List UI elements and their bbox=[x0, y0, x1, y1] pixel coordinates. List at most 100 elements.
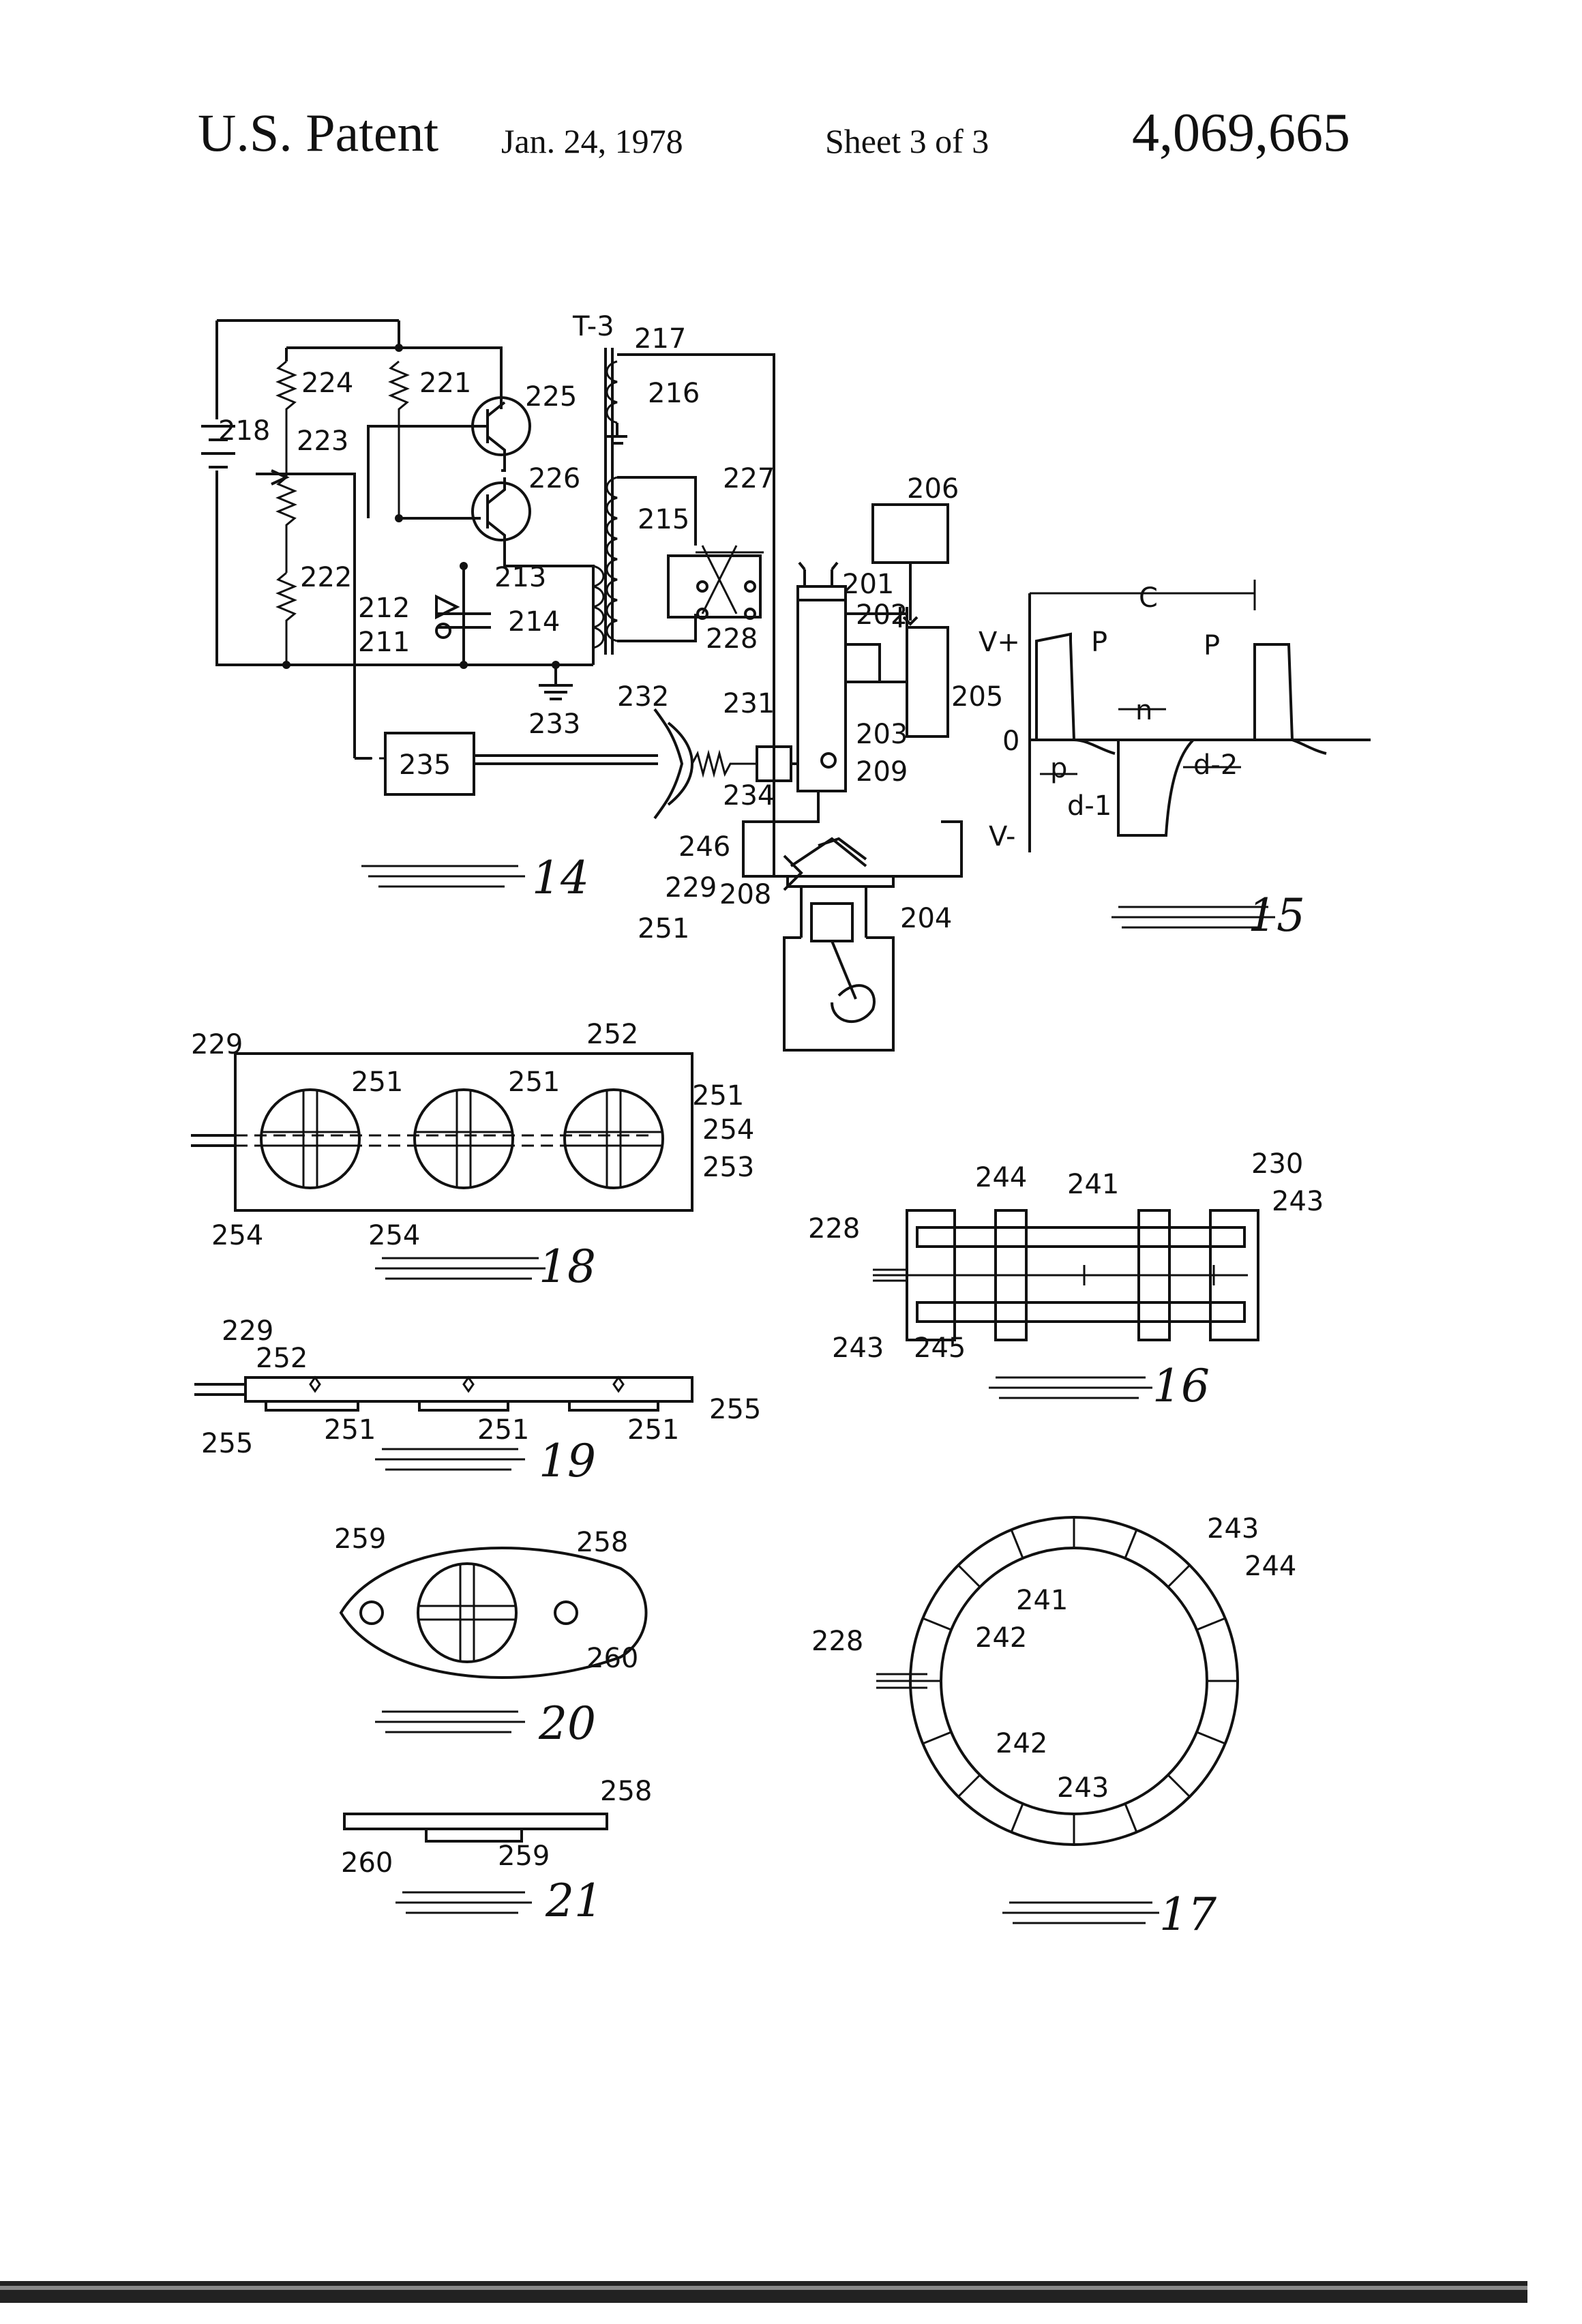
fig15-number: 15 bbox=[1248, 889, 1305, 942]
svg-text:203: 203 bbox=[856, 719, 908, 750]
svg-text:206: 206 bbox=[907, 473, 959, 505]
svg-text:242: 242 bbox=[975, 1622, 1027, 1654]
fig17-labels: 243 244 241 242 228 242 243 17 bbox=[811, 1513, 1296, 1941]
svg-text:232: 232 bbox=[617, 681, 669, 713]
svg-text:259: 259 bbox=[498, 1841, 550, 1872]
svg-text:255: 255 bbox=[709, 1394, 761, 1425]
fig18-plate bbox=[191, 1054, 692, 1210]
fig18-labels: 229 252 251 251 251 254 253 254 254 18 bbox=[191, 1019, 754, 1293]
fig19-mark bbox=[375, 1449, 525, 1470]
fig14-number: 14 bbox=[532, 852, 589, 904]
svg-text:218: 218 bbox=[218, 415, 270, 447]
svg-text:n: n bbox=[1135, 695, 1152, 726]
fig20-labels: 259 258 260 20 bbox=[334, 1523, 638, 1750]
svg-text:254: 254 bbox=[702, 1114, 754, 1146]
svg-text:243: 243 bbox=[1057, 1772, 1109, 1804]
fig17-mark bbox=[1002, 1903, 1159, 1923]
svg-text:258: 258 bbox=[576, 1527, 628, 1558]
svg-text:228: 228 bbox=[811, 1626, 863, 1657]
svg-text:260: 260 bbox=[341, 1847, 393, 1879]
svg-text:253: 253 bbox=[702, 1152, 754, 1183]
svg-text:231: 231 bbox=[723, 688, 775, 719]
ref-t3: T-3 bbox=[572, 311, 614, 342]
svg-text:251: 251 bbox=[351, 1067, 403, 1098]
fig16-number: 16 bbox=[1152, 1360, 1210, 1412]
fig19-side bbox=[194, 1377, 692, 1410]
scan-band bbox=[0, 2281, 1527, 2303]
fig21-number: 21 bbox=[545, 1875, 603, 1927]
svg-text:221: 221 bbox=[419, 368, 471, 399]
fig18-mark bbox=[375, 1258, 546, 1279]
svg-text:251: 251 bbox=[508, 1067, 560, 1098]
svg-text:P: P bbox=[1091, 627, 1107, 658]
svg-text:242: 242 bbox=[996, 1728, 1047, 1759]
svg-text:p: p bbox=[1050, 753, 1067, 784]
svg-text:205: 205 bbox=[951, 681, 1003, 713]
fig14-mark bbox=[361, 866, 525, 887]
svg-text:214: 214 bbox=[508, 606, 560, 638]
svg-text:252: 252 bbox=[256, 1343, 308, 1374]
svg-text:226: 226 bbox=[528, 463, 580, 494]
svg-text:C: C bbox=[1139, 582, 1158, 614]
svg-text:224: 224 bbox=[301, 368, 353, 399]
svg-text:229: 229 bbox=[665, 872, 717, 904]
svg-text:225: 225 bbox=[525, 381, 577, 413]
svg-text:235: 235 bbox=[399, 749, 451, 781]
svg-text:243: 243 bbox=[1207, 1513, 1259, 1545]
svg-text:251: 251 bbox=[477, 1414, 529, 1446]
svg-text:V+: V+ bbox=[979, 627, 1020, 658]
svg-text:259: 259 bbox=[334, 1523, 386, 1555]
svg-text:255: 255 bbox=[201, 1428, 253, 1459]
svg-text:241: 241 bbox=[1067, 1169, 1119, 1200]
fig20-number: 20 bbox=[538, 1697, 596, 1750]
svg-text:251: 251 bbox=[638, 913, 689, 944]
svg-text:P: P bbox=[1204, 630, 1220, 661]
svg-text:251: 251 bbox=[692, 1080, 744, 1112]
fig16-mark bbox=[989, 1377, 1152, 1398]
svg-text:244: 244 bbox=[1244, 1551, 1296, 1582]
svg-text:208: 208 bbox=[719, 879, 771, 910]
svg-text:202: 202 bbox=[856, 599, 908, 631]
svg-text:213: 213 bbox=[494, 562, 546, 593]
svg-text:254: 254 bbox=[368, 1220, 420, 1251]
svg-text:244: 244 bbox=[975, 1162, 1027, 1193]
svg-text:233: 233 bbox=[528, 709, 580, 740]
fig21-side bbox=[344, 1814, 607, 1841]
svg-text:228: 228 bbox=[808, 1213, 860, 1245]
svg-text:228: 228 bbox=[706, 623, 758, 655]
fig16-assembly bbox=[873, 1210, 1258, 1340]
svg-text:246: 246 bbox=[678, 831, 730, 863]
svg-text:204: 204 bbox=[900, 903, 952, 934]
svg-text:230: 230 bbox=[1251, 1148, 1303, 1180]
svg-text:254: 254 bbox=[211, 1220, 263, 1251]
svg-text:0: 0 bbox=[1002, 726, 1019, 757]
svg-text:251: 251 bbox=[627, 1414, 679, 1446]
svg-text:243: 243 bbox=[832, 1332, 884, 1364]
svg-text:d-2: d-2 bbox=[1193, 749, 1238, 781]
svg-text:258: 258 bbox=[600, 1776, 652, 1807]
svg-text:241: 241 bbox=[1016, 1585, 1068, 1616]
svg-text:229: 229 bbox=[191, 1029, 243, 1060]
fig20-mark bbox=[375, 1712, 525, 1732]
svg-text:234: 234 bbox=[723, 780, 775, 811]
fig21-labels: 258 260 259 21 bbox=[341, 1776, 652, 1927]
svg-text:201: 201 bbox=[842, 569, 894, 600]
svg-text:222: 222 bbox=[300, 562, 352, 593]
svg-text:245: 245 bbox=[914, 1332, 966, 1364]
svg-text:211: 211 bbox=[358, 627, 410, 658]
svg-text:251: 251 bbox=[324, 1414, 376, 1446]
svg-text:209: 209 bbox=[856, 756, 908, 788]
svg-text:V-: V- bbox=[989, 821, 1015, 852]
scan-band-highlight bbox=[0, 2286, 1527, 2290]
svg-text:252: 252 bbox=[586, 1019, 638, 1050]
svg-text:260: 260 bbox=[586, 1643, 638, 1674]
svg-text:223: 223 bbox=[297, 426, 348, 457]
svg-text:227: 227 bbox=[723, 463, 775, 494]
fig21-mark bbox=[395, 1892, 532, 1913]
svg-text:216: 216 bbox=[648, 378, 700, 409]
fig17-number: 17 bbox=[1159, 1888, 1217, 1941]
svg-text:212: 212 bbox=[358, 593, 410, 624]
fig18-number: 18 bbox=[539, 1240, 596, 1293]
svg-text:d-1: d-1 bbox=[1067, 790, 1111, 822]
